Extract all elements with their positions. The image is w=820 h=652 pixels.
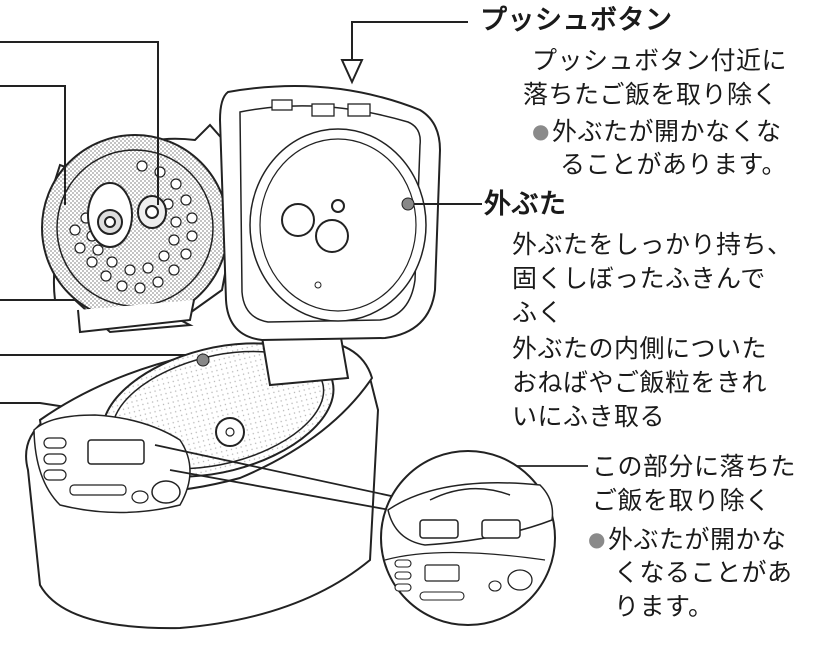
panel-area-line1: この部分に落ちた bbox=[592, 452, 797, 481]
outer-lid-line2: 固くしぼったふきんで bbox=[512, 264, 766, 293]
push-button-note1: 外ぶたが開かなくな bbox=[532, 114, 781, 149]
panel-area-note1: 外ぶたが開かな bbox=[588, 522, 786, 557]
panel-area-line2: ご飯を取り除く bbox=[592, 486, 771, 515]
push-button-line2: 落ちたご飯を取り除く bbox=[523, 80, 779, 109]
outer-lid-line1: 外ぶたをしっかり持ち、 bbox=[512, 230, 793, 259]
cooker-body bbox=[25, 330, 380, 630]
panel-area-note3: ります。 bbox=[614, 592, 714, 621]
open-outer-lid bbox=[218, 85, 442, 342]
inner-lid-plate bbox=[41, 123, 235, 334]
push-button-line1: プッシュボタン付近に bbox=[532, 46, 788, 75]
push-button-heading: プッシュボタン bbox=[480, 5, 673, 36]
outer-lid-heading: 外ぶた bbox=[484, 189, 567, 220]
outer-lid-line6: いにふき取る bbox=[512, 402, 666, 431]
push-button-note2: ることがあります。 bbox=[560, 150, 788, 179]
magnified-panel-circle bbox=[380, 450, 556, 626]
push-button-leader bbox=[340, 21, 468, 85]
outer-lid-line3: ふく bbox=[512, 298, 564, 327]
outer-lid-line4: 外ぶたの内側についた bbox=[512, 334, 768, 363]
panel-area-note2: くなることがあ bbox=[614, 558, 793, 587]
outer-lid-line5: おねばやご飯粒をきれ bbox=[512, 368, 768, 397]
